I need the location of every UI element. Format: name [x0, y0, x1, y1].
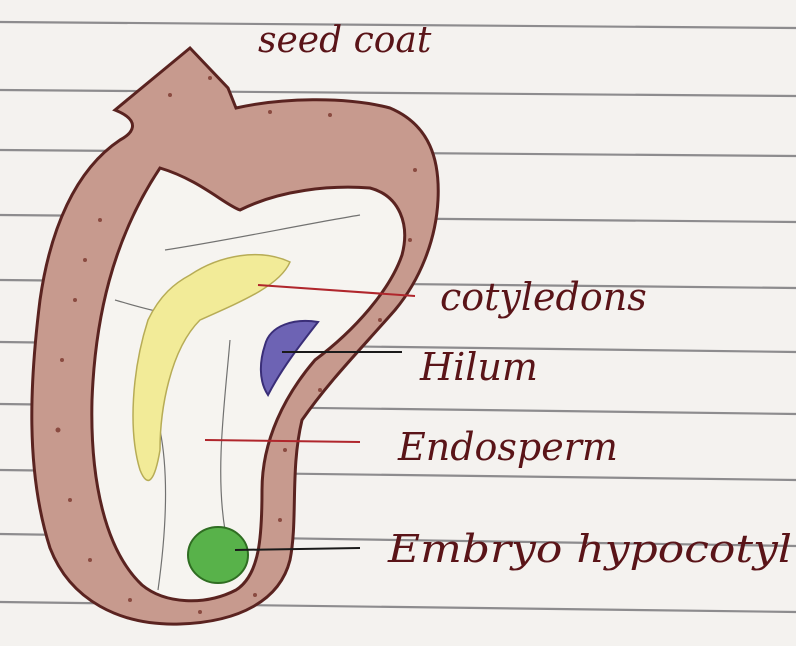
label-hilum: Hilum: [419, 345, 538, 389]
label-seed-coat: seed coat: [258, 20, 432, 61]
label-cotyledons: cotyledons: [440, 275, 647, 319]
embryo-shape: [188, 527, 248, 583]
label-endosperm: Endosperm: [397, 425, 618, 469]
label-embryo-hypocotyl: Embryo hypocotyl: [387, 527, 792, 571]
